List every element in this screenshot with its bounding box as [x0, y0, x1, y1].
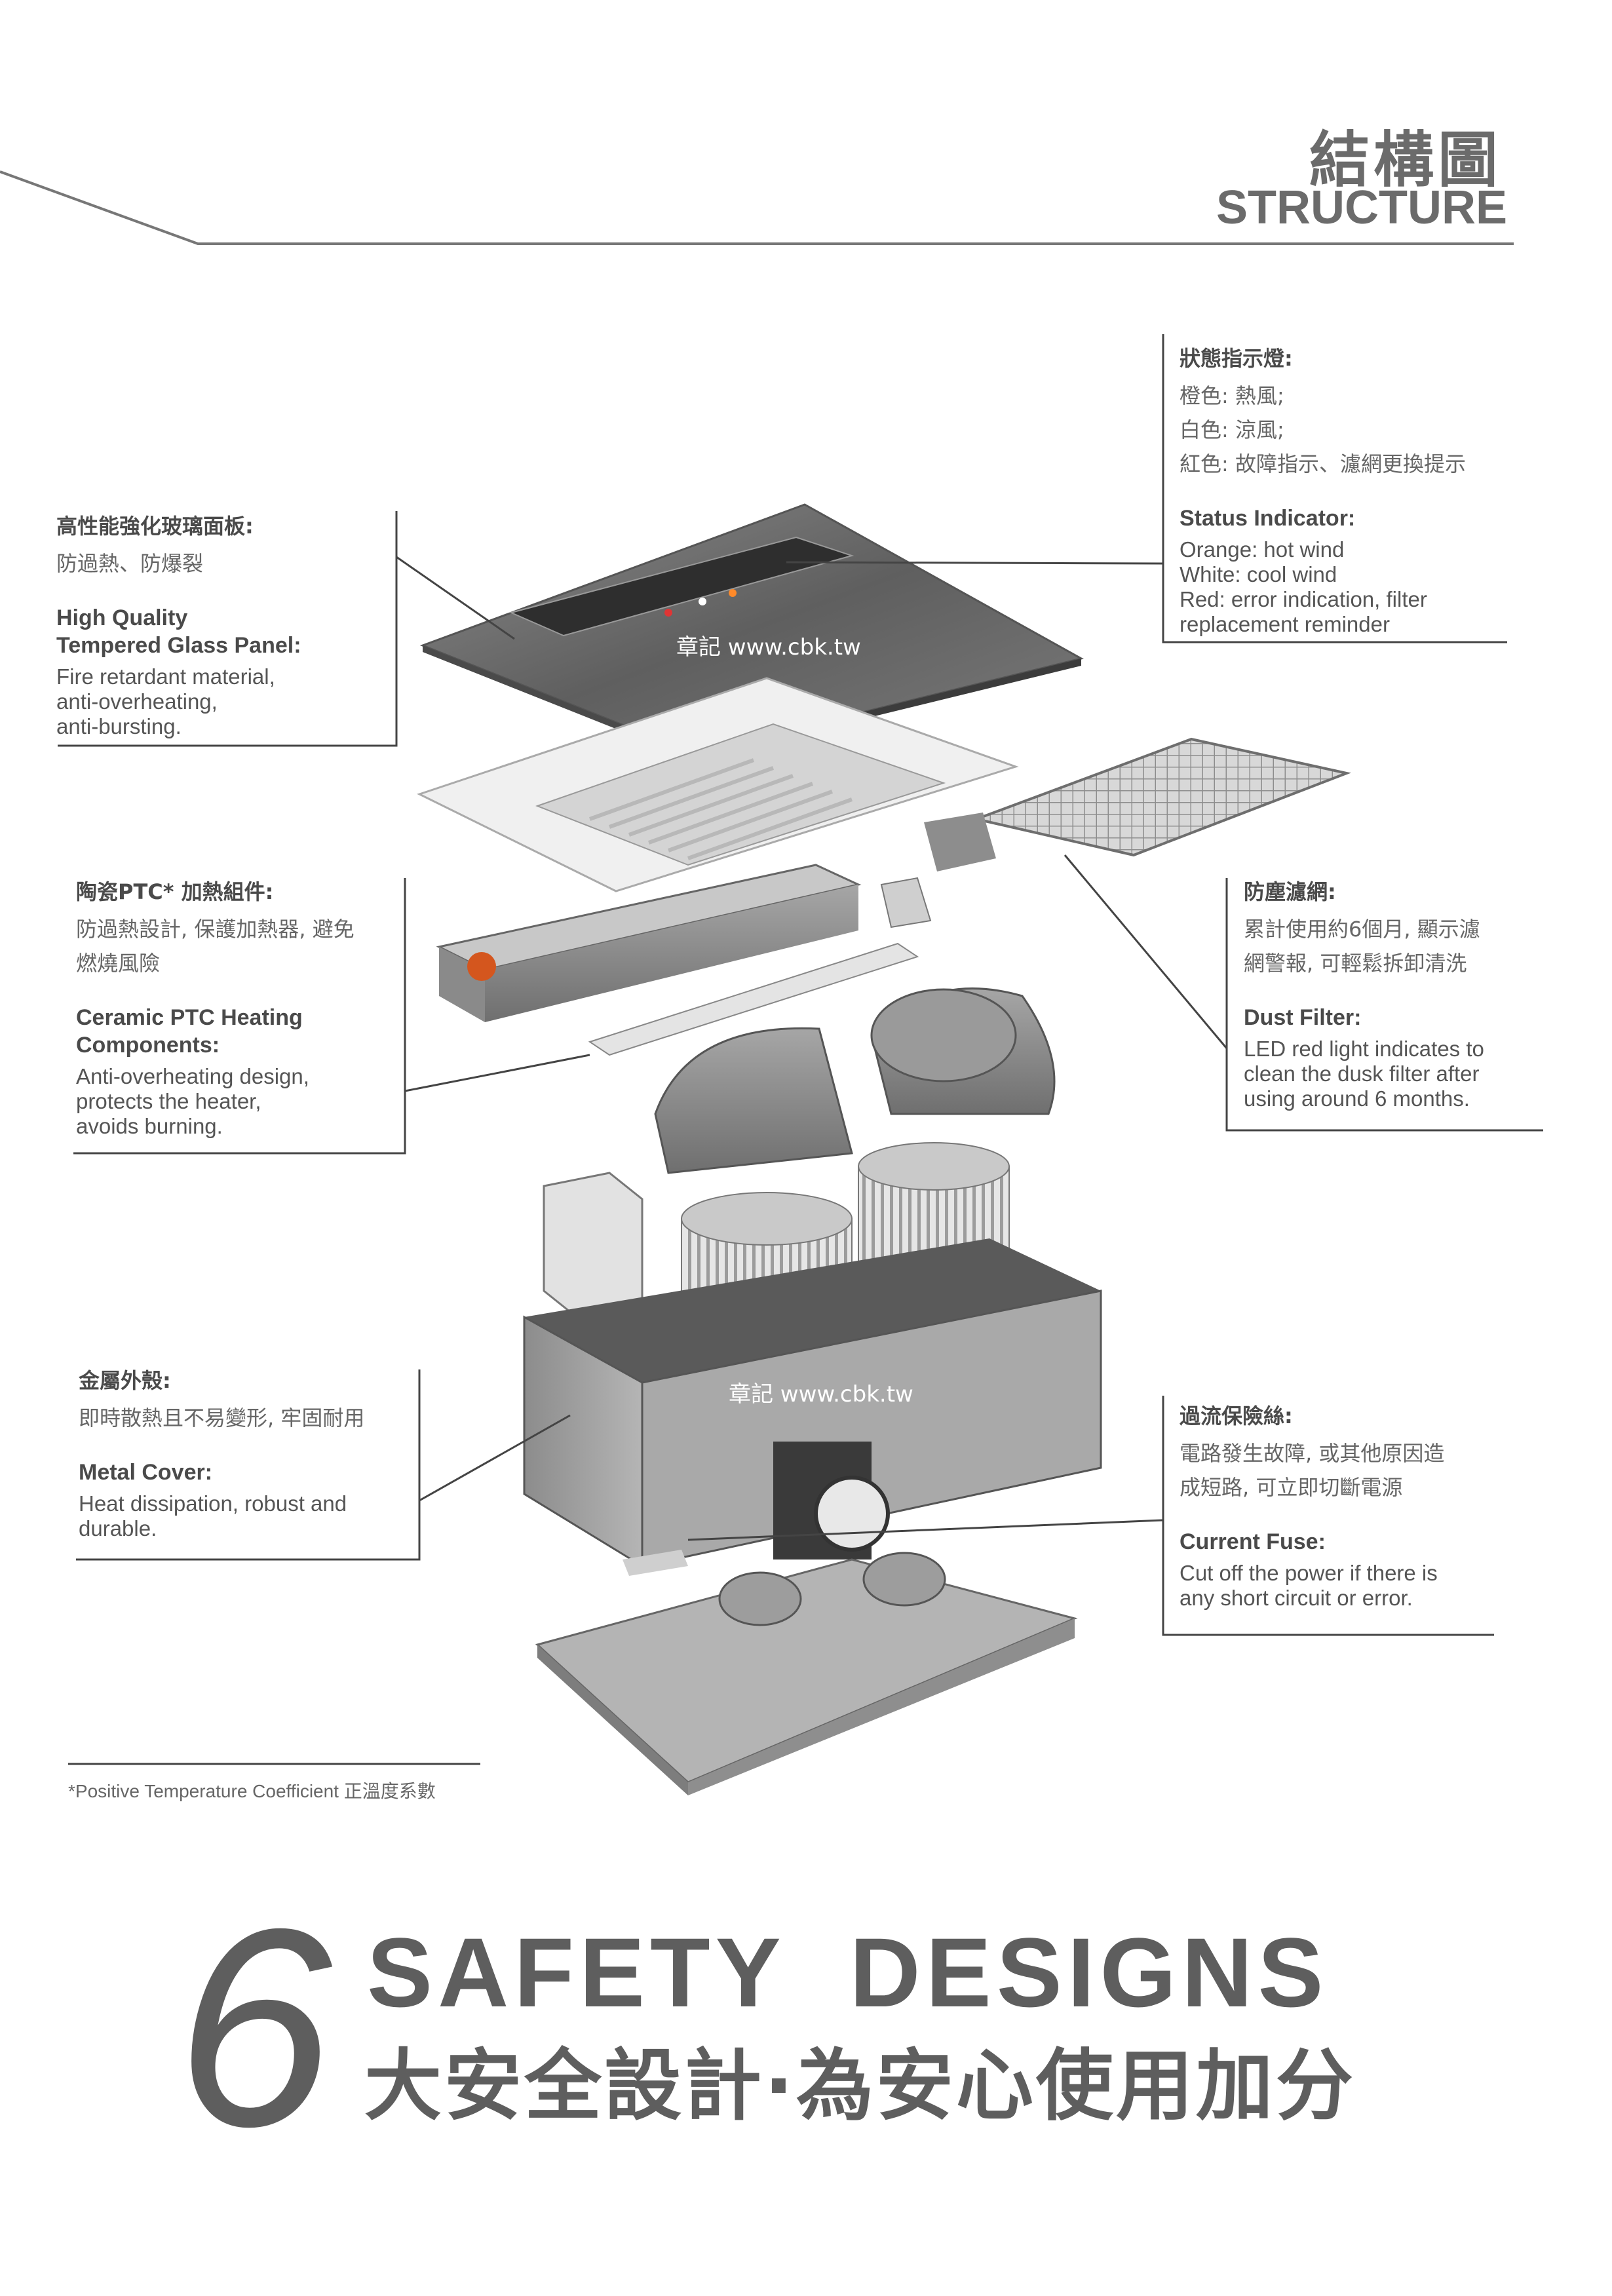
dust-filter-part [924, 737, 1351, 871]
callout-current-fuse: 過流保險絲: 電路發生故障, 或其他原因造 成短路, 可立即切斷電源 Curre… [1180, 1400, 1501, 1611]
callout-title-en: Dust Filter: [1244, 1005, 1362, 1030]
watermark-top: 章記 www.cbk.tw [676, 634, 861, 660]
callout-metal-cover: 金屬外殼: 即時散熱且不易變形, 牢固耐用 Metal Cover: Heat … [79, 1364, 413, 1541]
callout-title-zh: 陶瓷PTC* 加熱組件: [76, 879, 274, 904]
callout-status-indicator: 狀態指示燈: 橙色: 熱風; 白色: 涼風; 紅色: 故障指示、濾網更換提示 S… [1180, 342, 1520, 637]
callout-title-zh: 過流保險絲: [1180, 1404, 1293, 1428]
metal-cover-part [523, 1238, 1102, 1568]
callout-title-en: Ceramic PTC Heating Components: [76, 1005, 303, 1058]
callout-title-en: Metal Cover: [79, 1460, 213, 1485]
callout-body-zh: 防過熱設計, 保護加熱器, 避免 燃燒風險 [76, 917, 355, 976]
filter-underline [1225, 878, 1543, 1132]
callout-body-en: Anti-overheating design, protects the he… [76, 1064, 309, 1138]
callout-body-en: Cut off the power if there is any short … [1180, 1561, 1438, 1610]
side-block-part [543, 1172, 643, 1318]
callout-body-en: Heat dissipation, robust and durable. [79, 1491, 347, 1540]
callout-dust-filter: 防塵濾網: 累計使用約6個月, 顯示濾 網警報, 可輕鬆拆卸清洗 Dust Fi… [1244, 875, 1558, 1111]
status-underline [1162, 334, 1507, 643]
bottom-tray-part [535, 1550, 1078, 1795]
callout-title-en: Status Indicator: [1180, 506, 1356, 531]
orange-led-icon [729, 589, 737, 597]
callout-ptc-heating: 陶瓷PTC* 加熱組件: 防過熱設計, 保護加熱器, 避免 燃燒風險 Ceram… [76, 875, 404, 1139]
footnote: *Positive Temperature Coefficient 正溫度系數 [68, 1781, 436, 1801]
white-led-icon [699, 598, 706, 605]
callout-title-zh: 狀態指示燈: [1180, 346, 1293, 371]
banner-number: 6 [176, 1871, 333, 2185]
blower-fans-part [654, 987, 1056, 1337]
callout-body-zh: 即時散熱且不易變形, 牢固耐用 [79, 1406, 365, 1430]
banner-title-zh: 大安全設計·為安心使用加分 [364, 2040, 1356, 2131]
watermark-middle: 章記 www.cbk.tw [729, 1381, 913, 1407]
transparent-frame-part [417, 677, 1019, 892]
callout-title-zh: 金屬外殼: [79, 1368, 171, 1393]
ptc-underline [73, 878, 406, 1155]
callout-body-en: LED red light indicates to clean the dus… [1244, 1037, 1484, 1111]
callout-body-zh: 累計使用約6個月, 顯示濾 網警報, 可輕鬆拆卸清洗 [1244, 917, 1480, 976]
fuse-underline [1162, 1396, 1494, 1636]
callout-body-en: Fire retardant material, anti-overheatin… [56, 664, 275, 738]
callout-body-en: Orange: hot wind White: cool wind Red: e… [1180, 537, 1427, 636]
callout-body-zh: 防過熱、防爆裂 [56, 551, 204, 576]
callout-title-zh: 防塵濾網: [1244, 879, 1336, 904]
callout-title-en: High Quality Tempered Glass Panel: [56, 605, 301, 658]
ptc-heater-part [436, 864, 932, 1056]
callout-body-zh: 電路發生故障, 或其他原因造 成短路, 可立即切斷電源 [1180, 1441, 1445, 1500]
page-title-zh: 結構圖 [1309, 125, 1502, 195]
page-title-en: STRUCTURE [1216, 182, 1507, 234]
heater-knob-icon [467, 952, 496, 981]
leader-lines [58, 334, 1543, 1765]
header-rule [0, 170, 1514, 245]
glass-underline [58, 511, 398, 747]
callout-body-zh: 橙色: 熱風; 白色: 涼風; 紅色: 故障指示、濾網更換提示 [1180, 383, 1466, 476]
fan-vent-icon [814, 1476, 890, 1552]
banner-title-en: SAFETY DESIGNS [367, 1917, 1329, 2027]
callout-glass-panel: 高性能強化玻璃面板: 防過熱、防爆裂 High Quality Tempered… [56, 510, 391, 739]
red-led-icon [664, 609, 672, 617]
metal-underline [76, 1369, 421, 1561]
callout-title-en: Current Fuse: [1180, 1529, 1326, 1554]
callout-title-zh: 高性能強化玻璃面板: [56, 514, 254, 539]
